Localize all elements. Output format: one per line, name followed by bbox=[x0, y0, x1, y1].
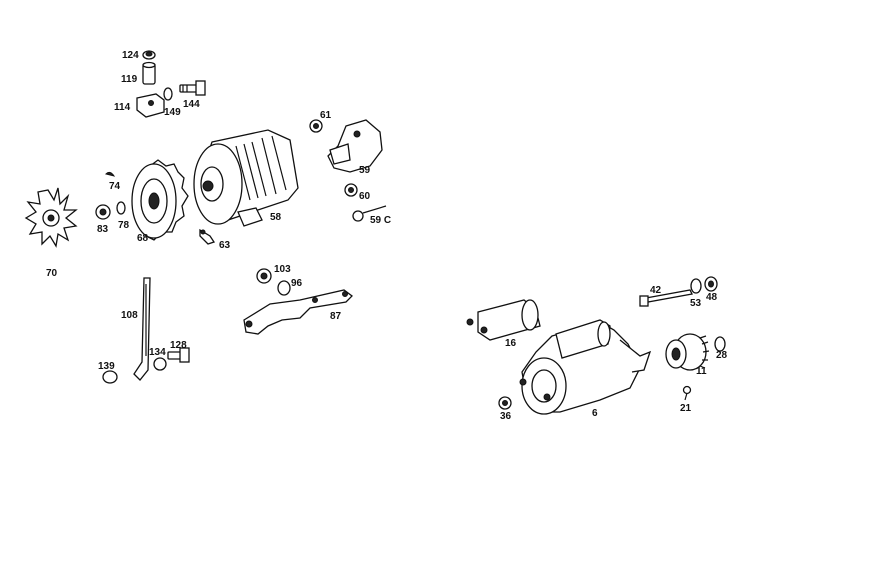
label-134: 134 bbox=[149, 347, 166, 358]
label-60: 60 bbox=[359, 191, 371, 202]
label-59: 59 bbox=[359, 165, 371, 176]
part-134-washer bbox=[153, 357, 167, 371]
label-139: 139 bbox=[98, 361, 115, 372]
label-78: 78 bbox=[118, 220, 130, 231]
label-53: 53 bbox=[690, 298, 702, 309]
part-103-nut bbox=[256, 268, 272, 284]
label-58: 58 bbox=[270, 212, 282, 223]
part-63-bolt bbox=[199, 228, 216, 245]
part-59c-screw bbox=[352, 205, 387, 222]
label-11: 11 bbox=[696, 366, 707, 377]
part-6-starter bbox=[519, 319, 652, 415]
label-124: 124 bbox=[122, 50, 139, 61]
part-144-bolt bbox=[179, 80, 206, 96]
label-70: 70 bbox=[46, 268, 58, 279]
part-11-drive-pinion bbox=[665, 333, 710, 371]
label-144: 144 bbox=[183, 99, 200, 110]
label-87: 87 bbox=[330, 311, 342, 322]
part-61-nut bbox=[309, 119, 323, 133]
part-87-bracket bbox=[243, 289, 353, 335]
part-124-nut bbox=[142, 50, 156, 60]
label-74: 74 bbox=[109, 181, 121, 192]
label-36: 36 bbox=[500, 411, 512, 422]
part-59-bracket bbox=[327, 119, 383, 173]
label-28: 28 bbox=[716, 350, 728, 361]
label-114: 114 bbox=[114, 102, 131, 113]
part-53-washer bbox=[690, 278, 702, 294]
label-61: 61 bbox=[320, 110, 332, 121]
part-139-washer bbox=[102, 370, 118, 384]
label-68: 68 bbox=[137, 233, 149, 244]
label-21: 21 bbox=[680, 403, 692, 414]
part-36-nut bbox=[498, 396, 512, 410]
part-119-spacer bbox=[142, 61, 156, 85]
part-83-nut bbox=[95, 204, 111, 220]
part-114-block bbox=[136, 93, 165, 118]
label-128: 128 bbox=[170, 340, 187, 351]
label-6: 6 bbox=[592, 408, 598, 419]
part-28-washer bbox=[714, 336, 726, 352]
label-48: 48 bbox=[706, 292, 718, 303]
part-42-bolt bbox=[639, 289, 693, 307]
part-74-key bbox=[105, 171, 116, 177]
part-21-screw bbox=[682, 385, 692, 401]
label-42: 42 bbox=[650, 285, 662, 296]
part-128-bolt bbox=[167, 347, 190, 363]
part-60-nut bbox=[344, 183, 358, 197]
part-58-alternator bbox=[193, 129, 299, 227]
part-16-solenoid bbox=[466, 299, 541, 341]
label-108: 108 bbox=[121, 310, 138, 321]
part-149-washer bbox=[163, 87, 173, 101]
part-78-washer bbox=[116, 201, 126, 215]
part-48-nut bbox=[704, 276, 718, 292]
part-70-fan bbox=[24, 187, 78, 248]
label-59c: 59 C bbox=[370, 215, 391, 226]
label-149: 149 bbox=[164, 107, 181, 118]
label-103: 103 bbox=[274, 264, 291, 275]
part-68-pulley bbox=[131, 159, 189, 241]
label-83: 83 bbox=[97, 224, 109, 235]
label-119: 119 bbox=[121, 74, 138, 85]
label-16: 16 bbox=[505, 338, 517, 349]
label-96: 96 bbox=[291, 278, 303, 289]
part-108-strap bbox=[133, 277, 151, 381]
label-63: 63 bbox=[219, 240, 231, 251]
part-96-washer bbox=[277, 280, 291, 296]
